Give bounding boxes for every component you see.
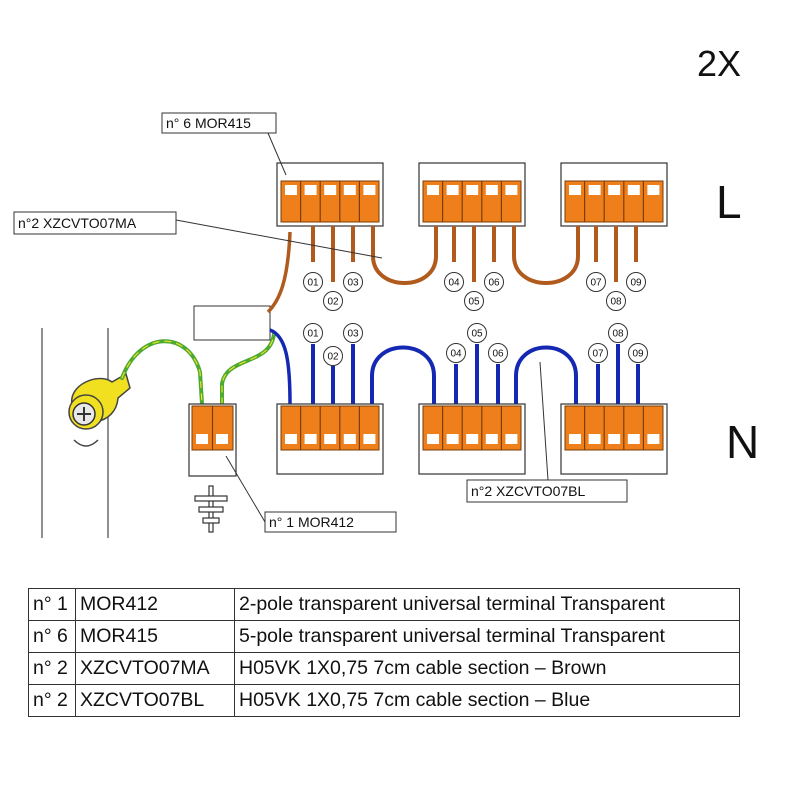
wire-number-N-05: 05 — [467, 323, 487, 343]
table-row: n° 2 XZCVTO07MA H05VK 1X0,75 7cm cable s… — [28, 652, 740, 685]
svg-text:02: 02 — [327, 297, 339, 308]
wire-number-N-04: 04 — [446, 343, 466, 363]
svg-text:06: 06 — [488, 278, 500, 289]
svg-text:n°2 XZCVTO07MA: n°2 XZCVTO07MA — [18, 215, 137, 231]
wiring-diagram: 2X L N — [13, 43, 759, 538]
svg-text:n° 1 MOR412: n° 1 MOR412 — [269, 514, 354, 530]
wire-number-L-08: 08 — [606, 291, 626, 311]
table-row: n° 2 XZCVTO07BL H05VK 1X0,75 7cm cable s… — [28, 684, 740, 717]
terminal-L-2 — [418, 162, 526, 227]
svg-text:06: 06 — [492, 349, 504, 360]
earth-screw-icon — [68, 372, 131, 447]
svg-text:08: 08 — [612, 329, 624, 340]
phase-label-neutral: N — [726, 416, 759, 468]
part-description: 5-pole transparent universal terminal Tr… — [234, 620, 740, 653]
wire-number-L-02: 02 — [323, 291, 343, 311]
svg-text:09: 09 — [630, 278, 642, 289]
parts-table: n° 1 MOR412 2-pole transparent universal… — [28, 588, 740, 717]
svg-text:05: 05 — [468, 297, 480, 308]
part-code: XZCVTO07BL — [75, 684, 235, 717]
earth-wires — [120, 332, 276, 406]
svg-text:09: 09 — [632, 349, 644, 360]
callout-mor412: n° 1 MOR412 — [264, 511, 397, 533]
terminal-N-3 — [560, 403, 668, 475]
wire-number-N-08: 08 — [608, 323, 628, 343]
part-description: 2-pole transparent universal terminal Tr… — [234, 588, 740, 621]
wire-number-L-03: 03 — [343, 272, 363, 292]
quantity-label: 2X — [697, 43, 741, 84]
table-row: n° 6 MOR415 5-pole transparent universal… — [28, 620, 740, 653]
part-quantity: n° 2 — [28, 652, 76, 685]
wire-number-N-06: 06 — [488, 343, 508, 363]
callout-xzcvto07bl: n°2 XZCVTO07BL — [466, 479, 628, 503]
blue-bridge-cable-2 — [514, 345, 578, 404]
wire-number-L-09: 09 — [626, 272, 646, 292]
part-description: H05VK 1X0,75 7cm cable section – Blue — [234, 684, 740, 717]
svg-text:04: 04 — [450, 349, 462, 360]
wire-number-L-05: 05 — [464, 291, 484, 311]
svg-text:n°2 XZCVTO07BL: n°2 XZCVTO07BL — [471, 483, 585, 499]
junction-box — [193, 305, 271, 341]
terminal-L-3 — [560, 162, 668, 227]
wire-number-L-04: 04 — [444, 272, 464, 292]
part-quantity: n° 2 — [28, 684, 76, 717]
svg-text:04: 04 — [448, 278, 460, 289]
blue-bridge-cable-1 — [370, 345, 436, 404]
blue-wire-stubs — [311, 344, 640, 404]
brown-feed-wire — [266, 231, 292, 314]
svg-text:03: 03 — [347, 329, 359, 340]
wire-number-L-07: 07 — [586, 272, 606, 292]
svg-text:03: 03 — [347, 278, 359, 289]
wire-number-N-03: 03 — [343, 323, 363, 343]
svg-text:08: 08 — [610, 297, 622, 308]
wire-number-N-07: 07 — [588, 343, 608, 363]
wire-number-N-02: 02 — [323, 346, 343, 366]
wire-number-L-01: 01 — [303, 272, 323, 292]
blue-feed-wire — [269, 328, 292, 405]
svg-text:05: 05 — [471, 329, 483, 340]
table-row: n° 1 MOR412 2-pole transparent universal… — [28, 588, 740, 621]
part-description: H05VK 1X0,75 7cm cable section – Brown — [234, 652, 740, 685]
phase-label-line: L — [716, 176, 742, 228]
terminal-earth-2-pole — [188, 403, 237, 477]
svg-text:02: 02 — [327, 352, 339, 363]
wire-number-N-09: 09 — [628, 343, 648, 363]
earth-ground-icon — [194, 485, 228, 533]
terminal-N-2 — [418, 403, 526, 475]
callout-leader-lines — [175, 132, 549, 523]
svg-text:01: 01 — [307, 278, 319, 289]
brown-wire-stubs — [311, 226, 638, 282]
wire-numbers-N: 01 02 03 04 05 06 07 08 09 — [303, 323, 648, 366]
part-code: XZCVTO07MA — [75, 652, 235, 685]
terminal-L-1 — [276, 162, 384, 227]
callout-mor415: n° 6 MOR415 — [161, 112, 277, 134]
terminal-N-1 — [276, 403, 384, 475]
wire-numbers-L: 01 02 03 04 05 06 07 08 09 — [303, 272, 646, 311]
brown-bridge-cable-2 — [512, 226, 580, 285]
svg-text:01: 01 — [307, 329, 319, 340]
svg-text:n° 6 MOR415: n° 6 MOR415 — [166, 115, 251, 131]
callout-xzcvto07ma: n°2 XZCVTO07MA — [13, 211, 177, 235]
part-quantity: n° 6 — [28, 620, 76, 653]
part-code: MOR415 — [75, 620, 235, 653]
brown-bridge-cable-1 — [371, 226, 438, 285]
wire-number-N-01: 01 — [303, 323, 323, 343]
wire-number-L-06: 06 — [484, 272, 504, 292]
svg-text:07: 07 — [590, 278, 602, 289]
svg-text:07: 07 — [592, 349, 604, 360]
part-quantity: n° 1 — [28, 588, 76, 621]
part-code: MOR412 — [75, 588, 235, 621]
